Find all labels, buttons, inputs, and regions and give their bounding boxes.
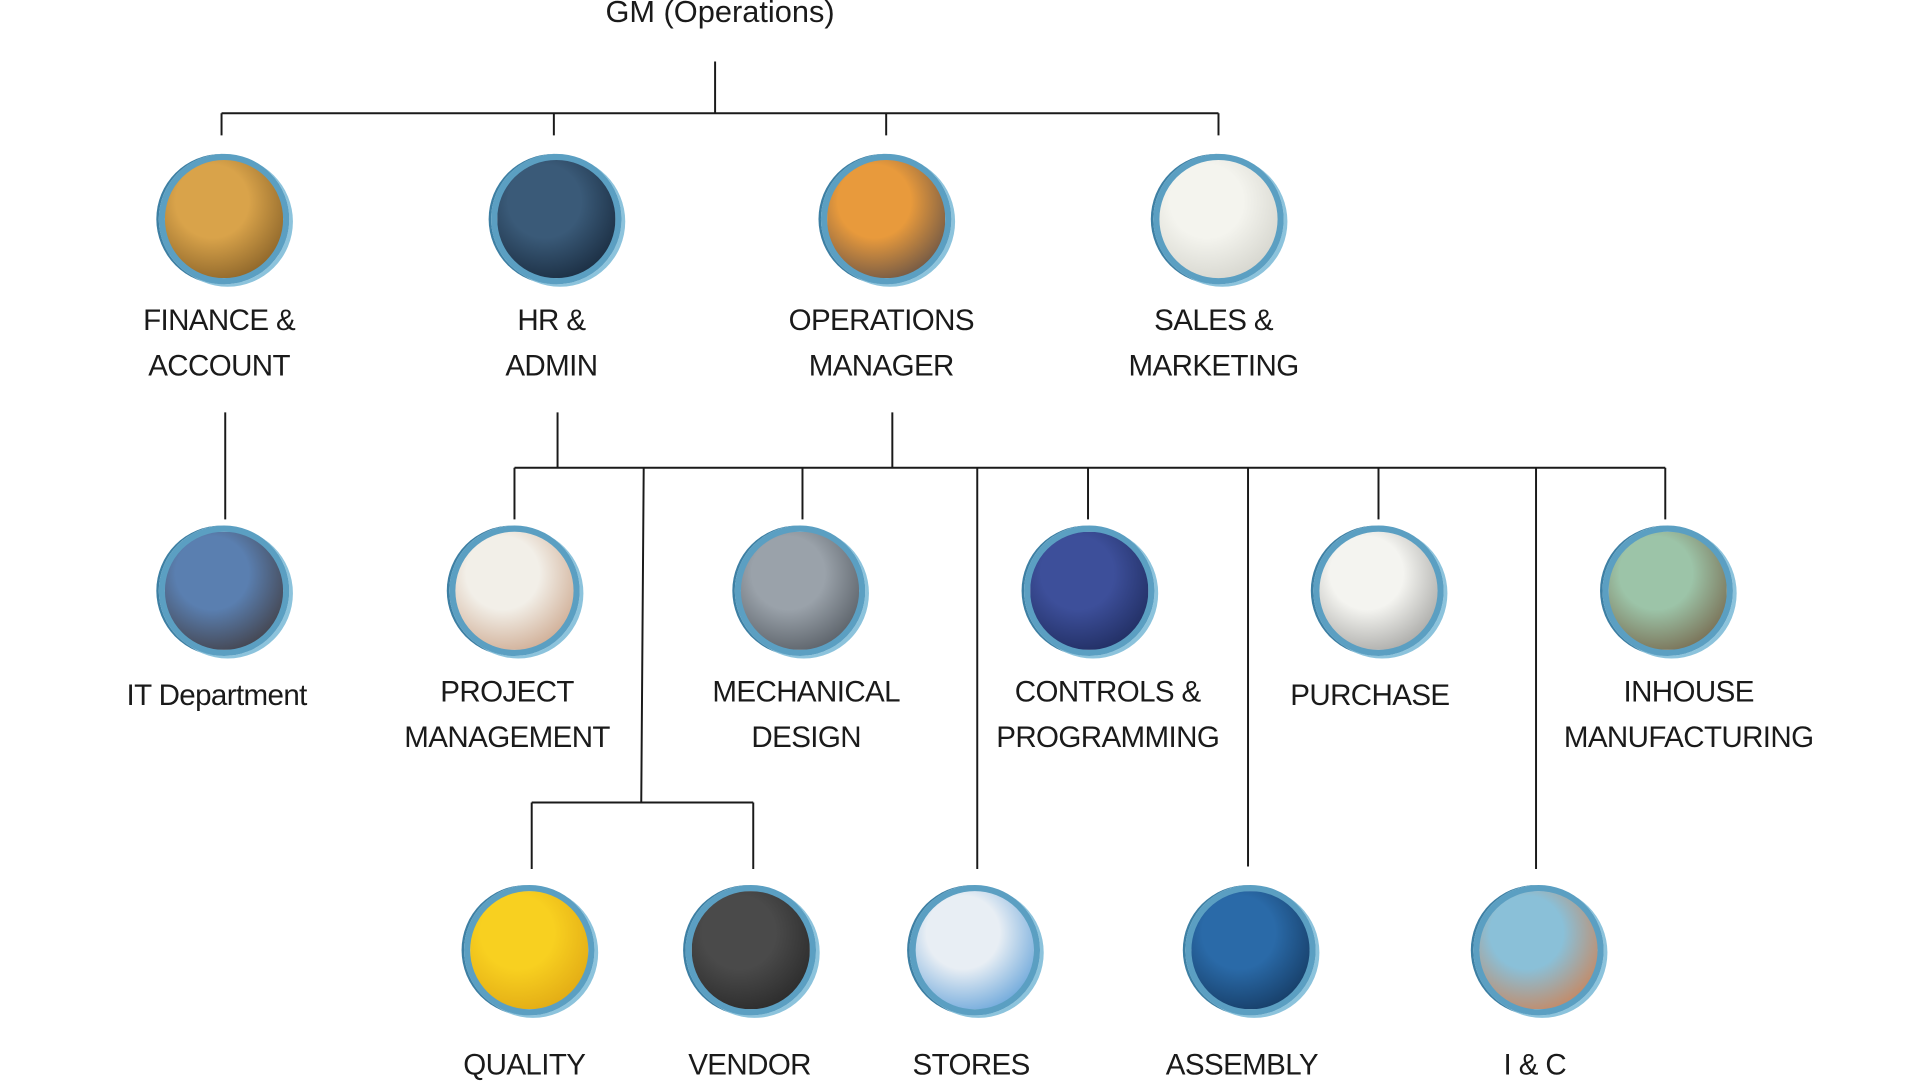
node-label-line: MANUFACTURING: [1563, 721, 1814, 755]
node-label-line: STORES: [912, 1048, 1030, 1082]
project-icon: [449, 525, 580, 657]
node-label-line: SALES &: [1154, 304, 1273, 338]
quality-stamp-icon: [464, 884, 595, 1016]
node-label-line: IT Department: [126, 679, 307, 713]
node-label-i-and-c: I & C: [1504, 1042, 1567, 1088]
node-label-quality: QUALITY: [463, 1042, 586, 1088]
node-label-controls: CONTROLS & PROGRAMMING: [996, 670, 1220, 761]
node-label-hr: HR & ADMIN: [505, 298, 598, 389]
node-label-line: CONTROLS &: [1014, 675, 1202, 709]
node-label-line: ADMIN: [505, 349, 598, 383]
connector-ops-branch: [513, 412, 1667, 520]
node-label-line: INHOUSE: [1623, 675, 1755, 709]
connector-root: [220, 61, 1220, 136]
node-label-line: MECHANICAL: [712, 675, 900, 709]
worker-icon: [1602, 525, 1733, 657]
instrumentation-icon: [1473, 884, 1604, 1016]
mechanical-parts-icon: [734, 525, 866, 657]
node-label-line: I & C: [1503, 1048, 1567, 1082]
connector-quality-vendor: [530, 801, 755, 869]
growth-stairs-icon: [1153, 153, 1284, 285]
gears-icon: [820, 153, 952, 285]
node-label-mechanical: MECHANICAL DESIGN: [712, 670, 900, 761]
node-label-inhouse: INHOUSE MANUFACTURING: [1564, 670, 1814, 761]
computer-icon: [158, 525, 290, 657]
node-label-sales: SALES & MARKETING: [1128, 298, 1300, 389]
control-panel-icon: [1024, 525, 1155, 657]
node-label-it: IT Department: [126, 673, 307, 719]
node-label-line: PROJECT: [440, 675, 574, 709]
node-label-line: DESIGN: [751, 721, 861, 755]
node-label-line: MARKETING: [1128, 349, 1300, 383]
node-label-stores: STORES: [912, 1042, 1030, 1088]
shopping-cart-icon: [1313, 525, 1444, 657]
hr-people-icon: [491, 153, 622, 285]
node-label-line: MANAGER: [808, 349, 955, 383]
assembly-hands-icon: [1185, 884, 1316, 1016]
finance-icon: [158, 153, 290, 285]
store-building-icon: [909, 884, 1041, 1016]
node-label-line: HR &: [517, 304, 586, 338]
node-label-line: ASSEMBLY: [1165, 1048, 1319, 1082]
node-label-finance: FINANCE & ACCOUNT: [143, 298, 296, 389]
node-label-vendor: VENDOR: [688, 1042, 811, 1088]
root-node-gm-operations: GM (Operations): [605, 0, 835, 30]
node-label-line: QUALITY: [463, 1048, 586, 1082]
node-label-operations-manager: OPERATIONS MANAGER: [788, 298, 975, 389]
node-label-line: VENDOR: [688, 1048, 811, 1082]
node-label-purchase: PURCHASE: [1290, 673, 1450, 719]
node-label-line: FINANCE &: [143, 304, 296, 338]
node-label-project: PROJECT MANAGEMENT: [404, 670, 610, 761]
node-label-line: PROGRAMMING: [996, 721, 1220, 755]
node-label-line: PURCHASE: [1290, 679, 1450, 713]
connector-long-drops: [640, 467, 1538, 869]
vendor-sign-icon: [685, 884, 817, 1016]
node-label-assembly: ASSEMBLY: [1165, 1042, 1319, 1088]
node-label-line: ACCOUNT: [148, 349, 290, 383]
node-label-line: OPERATIONS: [788, 304, 975, 338]
node-label-line: MANAGEMENT: [404, 721, 610, 755]
